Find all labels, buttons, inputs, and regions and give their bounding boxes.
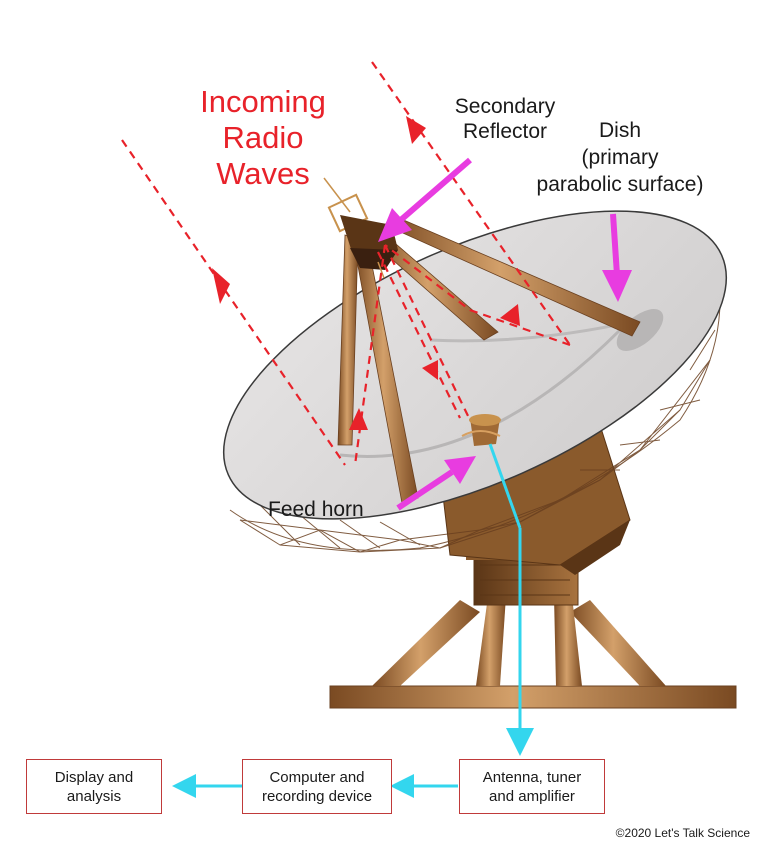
box-line: recording device [261, 787, 373, 805]
box-line: Antenna, tuner [482, 768, 582, 786]
box-line: and amplifier [489, 787, 575, 805]
secondary-reflector-label: Secondary Reflector [430, 94, 580, 144]
computer-recording-box: Computer and recording device [242, 759, 392, 814]
copyright-text: ©2020 Let's Talk Science [615, 826, 750, 840]
box-line: Display and [54, 768, 134, 786]
signal-path [172, 443, 534, 798]
pointer-arrows [378, 157, 632, 511]
secondary-reflector-icon [323, 177, 398, 279]
secondary-line-2: Reflector [462, 120, 548, 143]
incoming-line-1: Incoming [200, 84, 326, 119]
incoming-line-3: Waves [216, 156, 310, 191]
box-line: analysis [66, 787, 122, 805]
display-analysis-box: Display and analysis [26, 759, 162, 814]
dish-lattice [229, 299, 721, 553]
radio-wave-paths [121, 61, 571, 466]
antenna-tuner-amplifier-box: Antenna, tuner and amplifier [459, 759, 605, 814]
box-line: Computer and [269, 768, 365, 786]
dish-line-2: (primary [581, 146, 659, 169]
radio-wave-arrowheads [212, 116, 520, 430]
secondary-line-1: Secondary [454, 95, 556, 118]
incoming-radio-waves-label: Incoming Radio Waves [168, 84, 358, 192]
dish-line-3: parabolic surface) [536, 173, 704, 196]
feed-horn-icon [461, 414, 501, 446]
dish-line-1: Dish [598, 119, 641, 142]
dish-label: Dish (primary parabolic surface) [500, 117, 740, 198]
incoming-line-2: Radio [222, 120, 304, 155]
telescope-base [329, 548, 737, 709]
feed-horn-label: Feed horn [268, 498, 364, 521]
